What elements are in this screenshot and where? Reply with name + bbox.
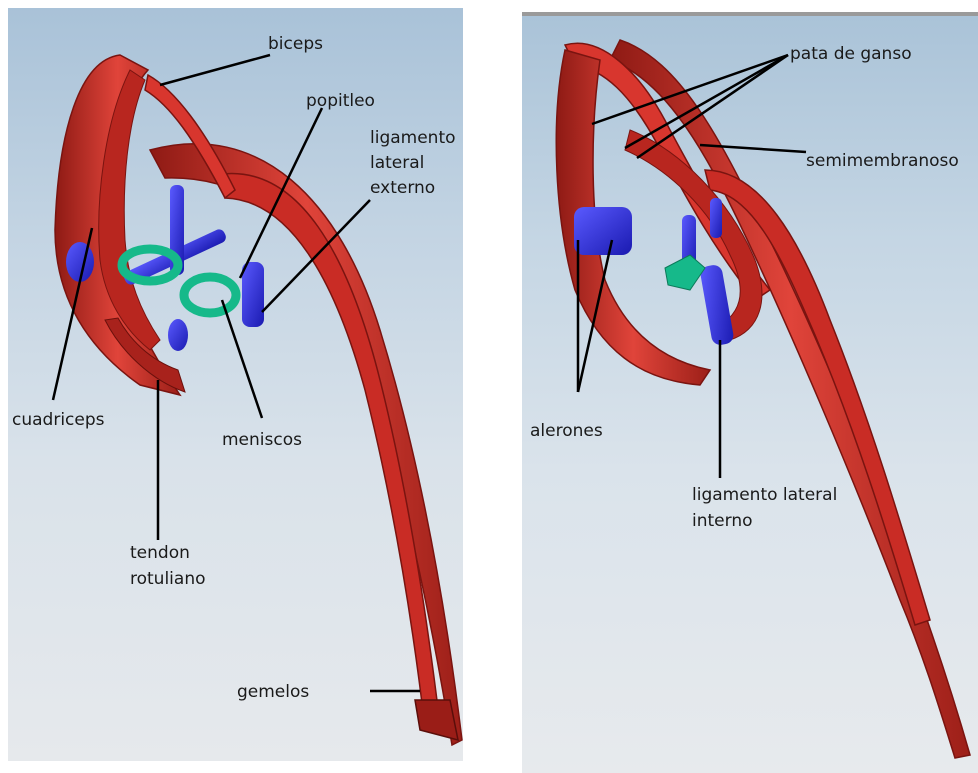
meniscus-right (184, 277, 236, 313)
right-knee-model (556, 40, 970, 758)
label-gemelos: gemelos (237, 682, 309, 703)
label-tendon-rotuliano: tendon rotuliano (130, 540, 206, 592)
label-ligamento-lateral-interno: ligamento lateral interno (692, 482, 837, 534)
ligamento-lateral-interno (699, 264, 735, 347)
leader-biceps (160, 55, 270, 85)
label-semimembranoso: semimembranoso (806, 151, 959, 172)
label-cuadriceps: cuadriceps (12, 410, 105, 431)
meniscus-right-view (665, 255, 705, 290)
label-alerones: alerones (530, 421, 603, 442)
label-popitleo: popitleo (306, 91, 375, 112)
label-biceps: biceps (268, 34, 323, 55)
label-pata-de-ganso: pata de ganso (790, 44, 912, 65)
alerones-block (574, 207, 632, 255)
label-ligamento-lateral-externo: ligamento lateral externo (370, 126, 456, 201)
ligamento-lateral-externo (242, 262, 264, 327)
label-meniscos: meniscos (222, 430, 302, 451)
gemelos-tendon-end (415, 700, 458, 740)
ligament-upper-2 (710, 198, 722, 238)
ligament-node-2 (168, 319, 188, 351)
